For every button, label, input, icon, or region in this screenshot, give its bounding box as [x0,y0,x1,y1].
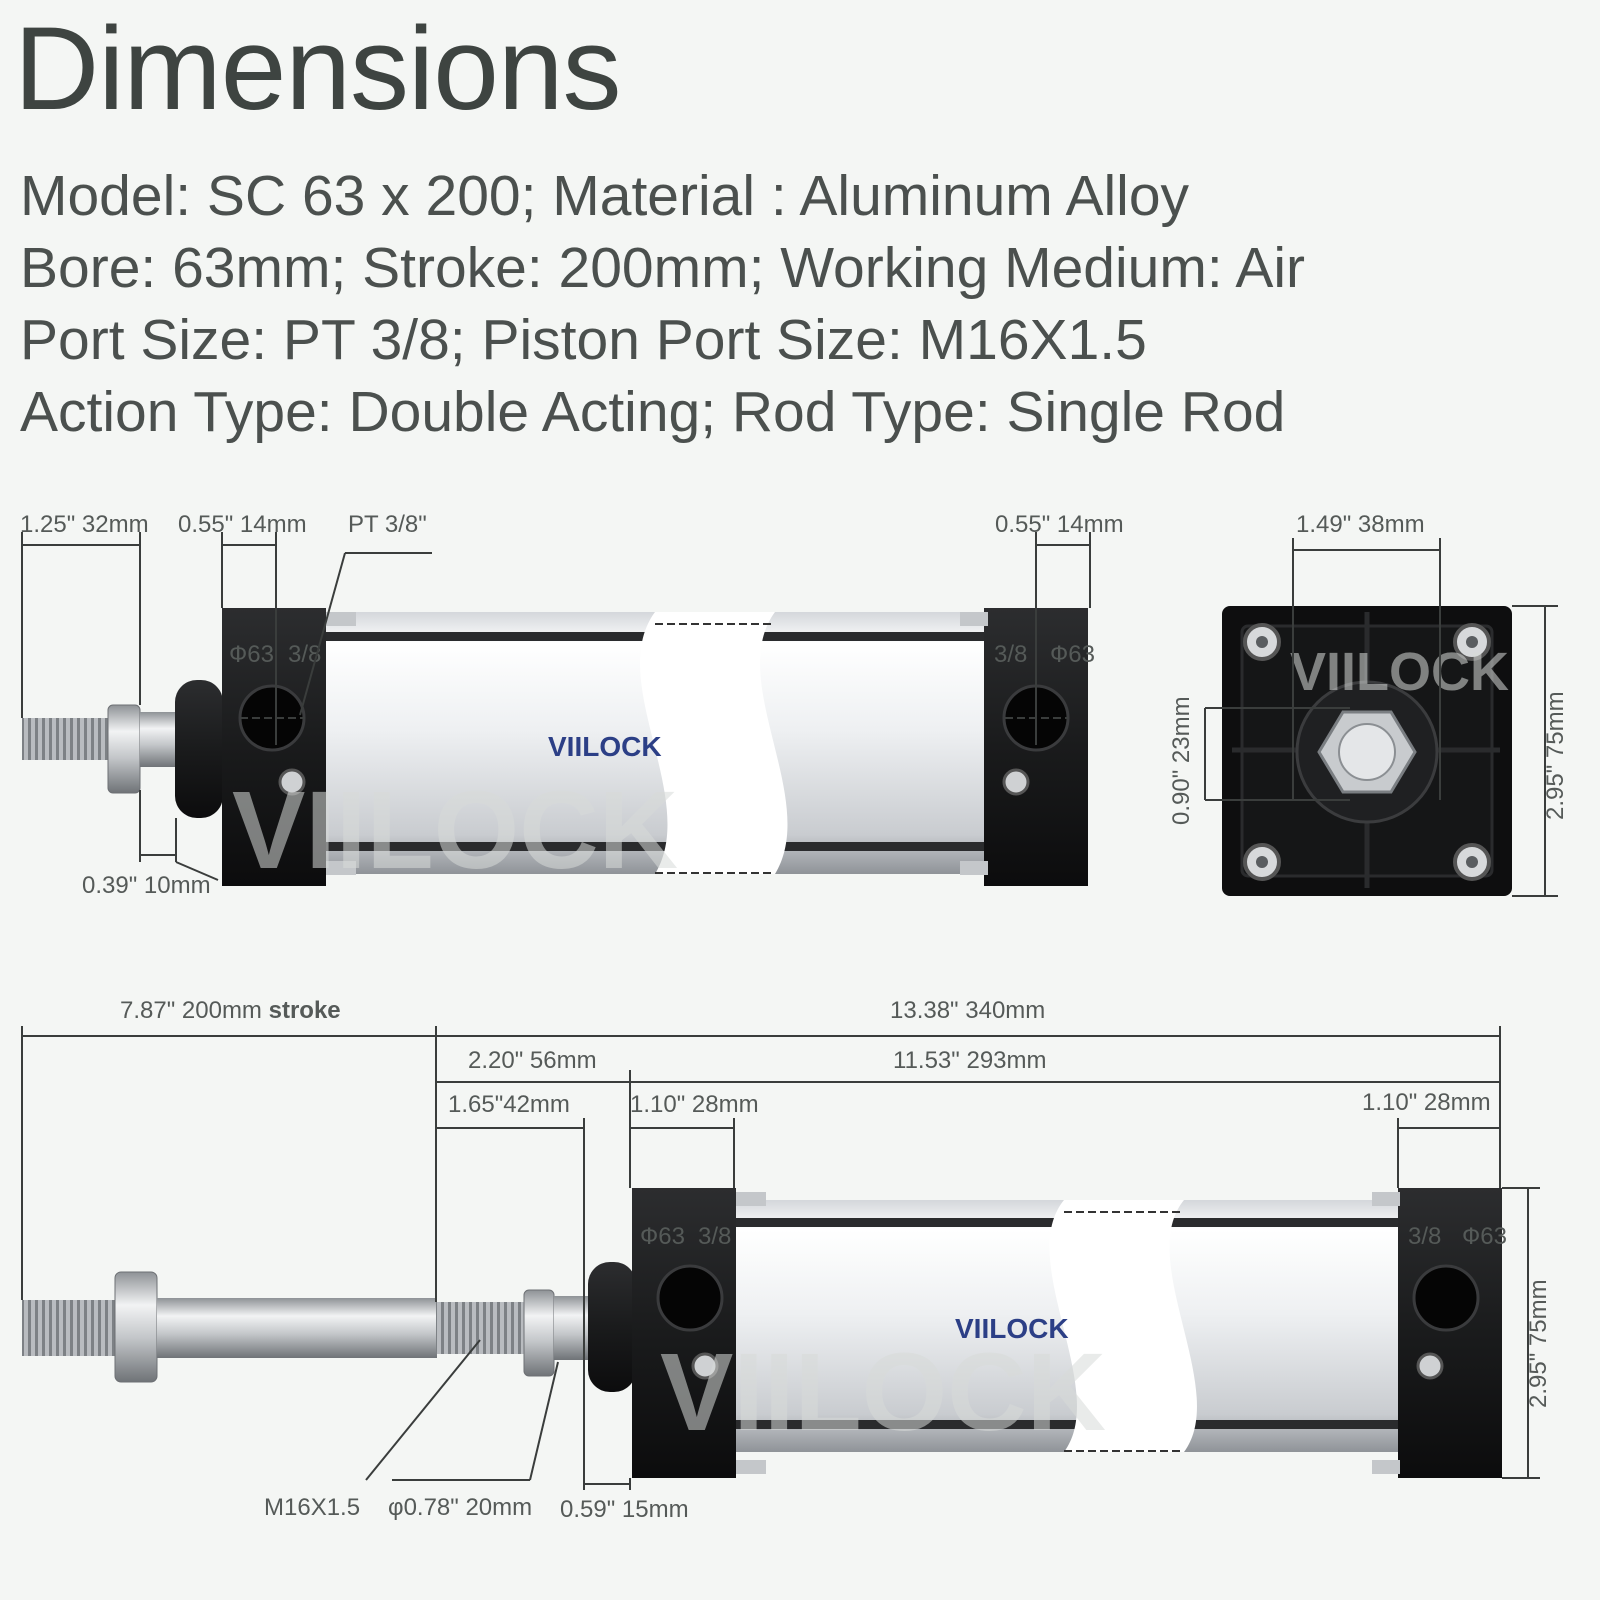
rod-extension-label: 2.20" 56mm [468,1047,597,1074]
port-size-label: PT 3/8" [348,511,427,538]
bottom-cap-mark-bore: Ф63 [640,1223,685,1250]
rear-port-offset-label: 0.55" 14mm [995,511,1124,538]
stroke-label: 7.87" 200mm stroke [120,997,341,1024]
barrel-brand-label: VIILOCK [548,731,662,762]
end-view: VIILOCK 1.49" 38mm 0.90" 23mm 2.95" 75mm [1168,511,1569,897]
bottom-cylinder-nose [588,1262,636,1392]
rod-lock-nut [523,1289,555,1377]
spec-model-material: Model: SC 63 x 200; Material : Aluminum … [20,164,1190,228]
end-view-watermark: VIILOCK [1290,642,1509,702]
bottom-rear-cap-mark-bore: Ф63 [1462,1223,1507,1250]
rear-cap-mark-port: 3/8 [994,641,1027,668]
bottom-body-height-label: 2.95" 75mm [1525,1279,1552,1408]
cap-mark-bore: Ф63 [229,641,274,668]
rod-thread-section [436,1302,526,1354]
thread-length-label: 1.25" 32mm [20,511,149,538]
page-title: Dimensions [14,3,621,135]
bottom-barrel-break [1049,1200,1197,1452]
front-cap-length-label: 1.10" 28mm [630,1091,759,1118]
bottom-cap-mark-port: 3/8 [698,1223,731,1250]
piston-rod-thread [22,718,122,760]
top-side-view: Ф63 3/8 3/8 Ф63 VIILOCK VIILOCK [20,511,1124,899]
piston-nut [107,704,141,794]
rear-cap-length-label: 1.10" 28mm [1362,1089,1491,1116]
rear-cap-mark-bore: Ф63 [1050,641,1095,668]
cylinder-nose [175,680,223,818]
end-view-dimension-lines [1204,538,1558,897]
thread-section-label: 1.65"42mm [448,1091,570,1118]
bottom-barrel-brand-label: VIILOCK [955,1313,1069,1344]
rod-end-thread [22,1300,120,1356]
spec-port-sizes: Port Size: PT 3/8; Piston Port Size: M16… [20,308,1147,372]
rod-diameter-label: φ0.78" 20mm [388,1494,532,1521]
top-view-watermark: VIILOCK [232,769,678,892]
top-view-dimension-lines [21,532,1091,881]
rod-thread-label: M16X1.5 [264,1494,360,1521]
bottom-side-view: Ф63 3/8 3/8 Ф63 VIILOCK VIILOCK [21,997,1552,1523]
stroke-value: 7.87" 200mm [120,997,262,1024]
spec-bore-stroke-medium: Bore: 63mm; Stroke: 200mm; Working Mediu… [20,236,1306,300]
front-port-offset-label: 0.55" 14mm [178,511,307,538]
total-length-label: 13.38" 340mm [890,997,1045,1024]
bottom-rear-cap-mark-port: 3/8 [1408,1223,1441,1250]
piston-rod [157,1298,437,1358]
bottom-front-air-port [656,1264,724,1332]
spec-list: Model: SC 63 x 200; Material : Aluminum … [20,160,1305,448]
bottom-view-dimension-lines [21,1026,1540,1490]
nose-height-label: 0.90" 23mm [1168,696,1195,825]
stroke-word: stroke [269,997,341,1024]
barrel-break [640,612,788,874]
spec-action-rod-type: Action Type: Double Acting; Rod Type: Si… [20,380,1286,444]
nut-width-label: 0.39" 10mm [82,872,211,899]
bottom-view-watermark: VIILOCK [660,1331,1106,1454]
body-length-label: 11.53" 293mm [893,1047,1047,1074]
end-body-height-label: 2.95" 75mm [1542,691,1569,820]
bolt-spacing-label: 1.49" 38mm [1296,511,1425,538]
end-view-rod [1338,723,1396,781]
rod-end-nut [114,1271,158,1383]
nose-length-label: 0.59" 15mm [560,1496,689,1523]
bottom-rear-air-port [1412,1264,1480,1332]
piston-rod-stub [140,712,175,767]
bottom-rear-end-cap [1398,1188,1502,1478]
bottom-front-end-cap [632,1188,736,1478]
